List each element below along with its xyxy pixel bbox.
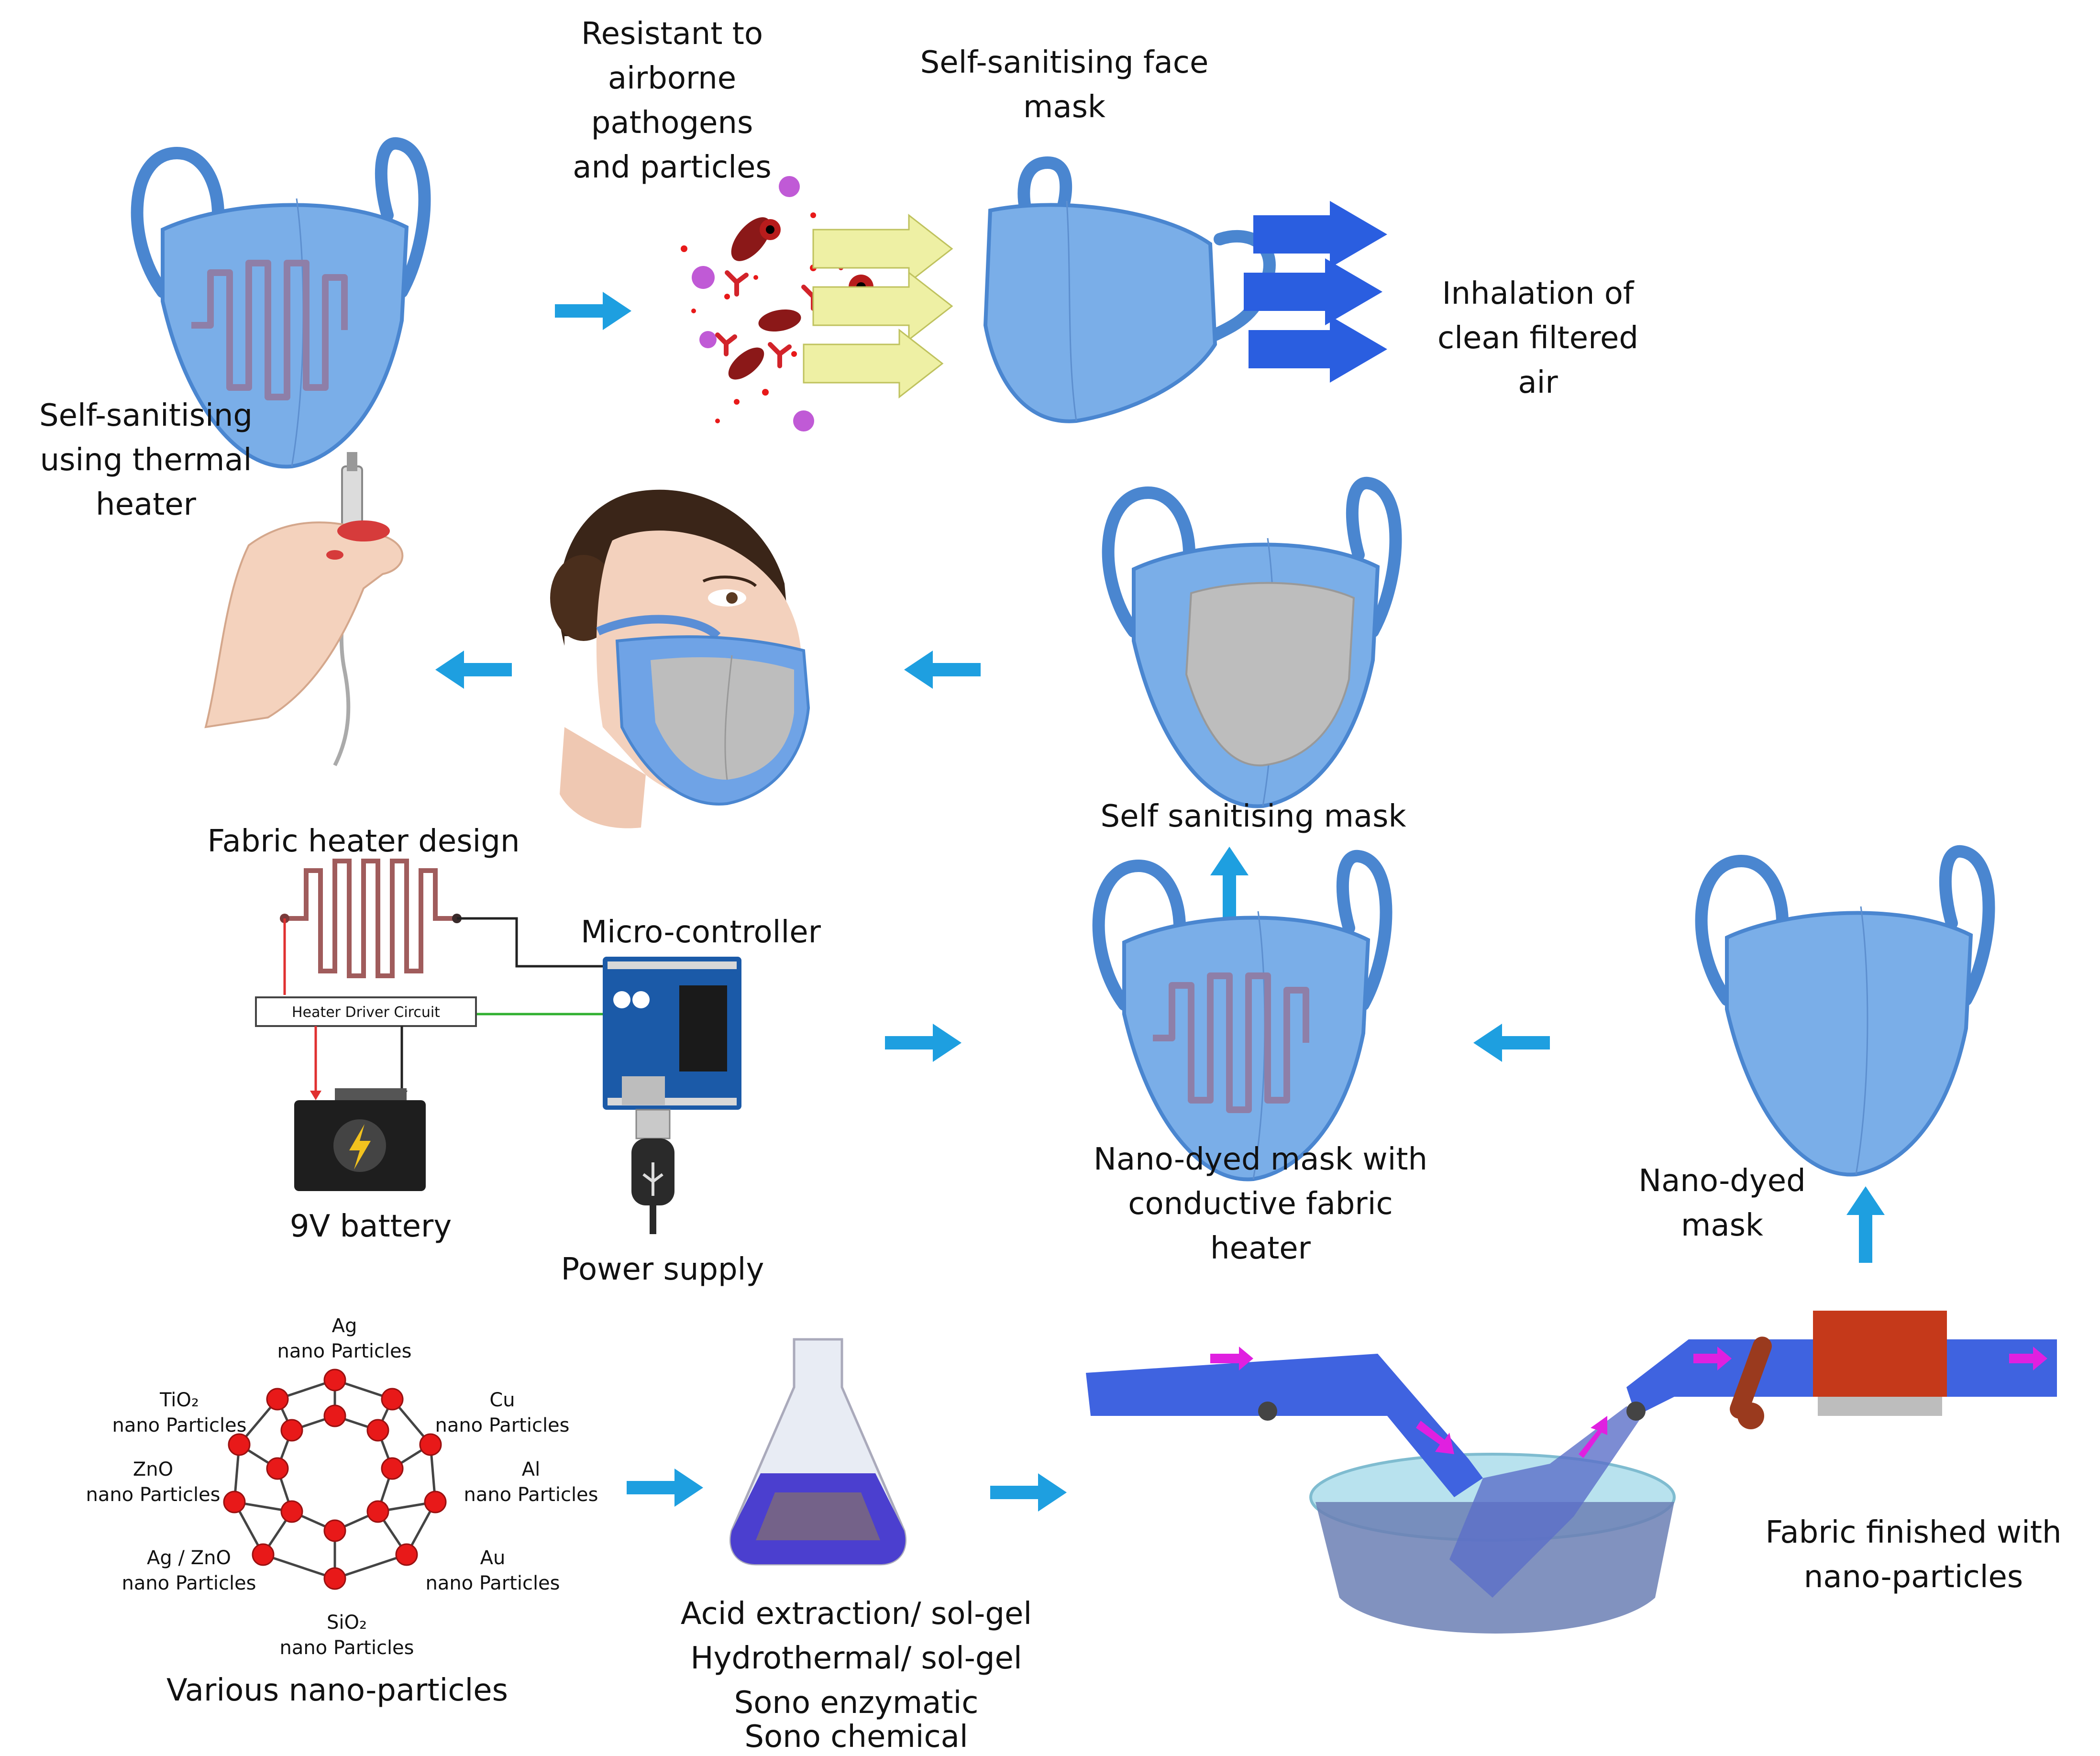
yellow-flow-arrows bbox=[803, 213, 953, 399]
svg-text:Sono enzymatic: Sono enzymatic bbox=[734, 1685, 979, 1721]
np-cu-sub: nano Particles bbox=[435, 1414, 569, 1436]
np-au: Au bbox=[480, 1547, 506, 1569]
label-battery: 9V battery bbox=[290, 1209, 452, 1244]
dyeing-bath-machine bbox=[1086, 1311, 2057, 1634]
label-power: Power supply bbox=[561, 1252, 764, 1287]
np-zno: ZnO bbox=[133, 1458, 173, 1480]
svg-text:9V battery: 9V battery bbox=[290, 1209, 452, 1244]
svg-text:Resistant to: Resistant to bbox=[581, 16, 763, 52]
hand-usb-plug-icon bbox=[204, 452, 404, 766]
arrow-to-hand bbox=[435, 651, 512, 689]
label-methods: Acid extraction/ sol-gel Hydrothermal/ s… bbox=[681, 1596, 1032, 1755]
label-resistant: Resistant to airborne pathogens and part… bbox=[573, 16, 771, 185]
svg-text:Various nano-particles: Various nano-particles bbox=[166, 1673, 508, 1708]
np-tio2-sub: nano Particles bbox=[112, 1414, 246, 1436]
arrow-to-heater-mask-from-right bbox=[1473, 1024, 1550, 1062]
woman-wearing-mask bbox=[550, 489, 810, 828]
np-al-sub: nano Particles bbox=[464, 1484, 598, 1506]
svg-text:airborne: airborne bbox=[608, 61, 736, 96]
np-al: Al bbox=[522, 1458, 540, 1480]
svg-text:Self-sanitising face: Self-sanitising face bbox=[920, 45, 1209, 80]
np-agzno: Ag / ZnO bbox=[147, 1547, 231, 1569]
np-cu: Cu bbox=[489, 1389, 515, 1411]
label-nano-heater: Nano-dyed mask with conductive fabric he… bbox=[1094, 1142, 1427, 1266]
arrow-to-woman bbox=[904, 651, 981, 689]
pathogens-cluster-icon bbox=[681, 176, 873, 431]
label-fabric-heater: Fabric heater design bbox=[208, 824, 520, 859]
nano-dyed-mask bbox=[1702, 851, 1989, 1175]
svg-text:Self-sanitising: Self-sanitising bbox=[39, 398, 253, 433]
svg-text:Micro-controller: Micro-controller bbox=[581, 915, 821, 950]
arrow-to-pathogens bbox=[555, 292, 631, 330]
np-ag: Ag bbox=[332, 1315, 357, 1337]
arrow-to-heater-mask bbox=[885, 1024, 962, 1062]
np-au-sub: nano Particles bbox=[425, 1572, 560, 1594]
svg-text:Self sanitising mask: Self sanitising mask bbox=[1100, 799, 1406, 834]
svg-text:pathogens: pathogens bbox=[591, 105, 753, 141]
micro-controller-board bbox=[603, 957, 741, 1234]
svg-text:mask: mask bbox=[1681, 1208, 1763, 1243]
label-inhalation: Inhalation of clean filtered air bbox=[1437, 276, 1638, 400]
flask-icon bbox=[729, 1338, 907, 1566]
np-zno-sub: nano Particles bbox=[86, 1484, 220, 1506]
svg-text:Fabric heater design: Fabric heater design bbox=[208, 824, 520, 859]
label-fabric-finished: Fabric finished with nano-particles bbox=[1765, 1515, 2061, 1595]
face-mask-side bbox=[983, 156, 1276, 423]
svg-text:conductive fabric: conductive fabric bbox=[1128, 1186, 1393, 1222]
svg-text:Fabric finished with: Fabric finished with bbox=[1765, 1515, 2061, 1550]
nanoparticle-lattice-icon bbox=[223, 1369, 447, 1590]
nano-dyed-heater-mask bbox=[1099, 856, 1386, 1180]
label-various: Various nano-particles bbox=[166, 1673, 508, 1708]
svg-text:heater: heater bbox=[96, 487, 197, 522]
svg-text:Hydrothermal/ sol-gel: Hydrothermal/ sol-gel bbox=[690, 1641, 1022, 1676]
svg-text:Power supply: Power supply bbox=[561, 1252, 764, 1287]
svg-text:heater: heater bbox=[1210, 1231, 1311, 1266]
svg-text:nano-particles: nano-particles bbox=[1804, 1559, 2023, 1595]
svg-text:air: air bbox=[1518, 365, 1558, 400]
battery-icon bbox=[294, 1088, 426, 1191]
np-sio2: SiO₂ bbox=[327, 1612, 367, 1634]
svg-text:Nano-dyed: Nano-dyed bbox=[1638, 1163, 1806, 1199]
label-face-mask: Self-sanitising face mask bbox=[920, 45, 1209, 125]
svg-text:and particles: and particles bbox=[573, 150, 771, 185]
arrow-to-dyeing bbox=[990, 1473, 1067, 1512]
nanoparticle-labels: Ag nano Particles Cu nano Particles Al n… bbox=[86, 1315, 598, 1659]
np-tio2: TiO₂ bbox=[159, 1389, 199, 1411]
label-thermal: Self-sanitising using thermal heater bbox=[39, 398, 253, 522]
svg-text:mask: mask bbox=[1023, 89, 1105, 125]
label-self-mask: Self sanitising mask bbox=[1100, 799, 1406, 834]
label-nano-dyed: Nano-dyed mask bbox=[1638, 1163, 1806, 1243]
heater-driver-circuit-label: Heater Driver Circuit bbox=[292, 1004, 440, 1021]
arrow-to-flask bbox=[627, 1469, 703, 1507]
svg-text:Acid extraction/ sol-gel: Acid extraction/ sol-gel bbox=[681, 1596, 1032, 1632]
np-sio2-sub: nano Particles bbox=[279, 1637, 414, 1659]
self-sanitising-mask bbox=[1108, 483, 1396, 806]
svg-text:Inhalation of: Inhalation of bbox=[1442, 276, 1635, 311]
svg-text:Sono chemical: Sono chemical bbox=[744, 1719, 968, 1755]
np-ag-sub: nano Particles bbox=[277, 1340, 411, 1362]
svg-text:Nano-dyed mask with: Nano-dyed mask with bbox=[1094, 1142, 1427, 1177]
np-agzno-sub: nano Particles bbox=[122, 1572, 256, 1594]
arrow-up-to-self-mask bbox=[1210, 847, 1249, 923]
svg-text:using thermal: using thermal bbox=[40, 442, 252, 478]
clean-air-arrows bbox=[1244, 201, 1387, 383]
label-microcontroller: Micro-controller bbox=[581, 915, 821, 950]
svg-text:clean filtered: clean filtered bbox=[1437, 320, 1638, 356]
arrow-up-to-nano-mask bbox=[1846, 1186, 1885, 1263]
fabric-heater-circuit: Heater Driver Circuit bbox=[255, 859, 603, 1100]
